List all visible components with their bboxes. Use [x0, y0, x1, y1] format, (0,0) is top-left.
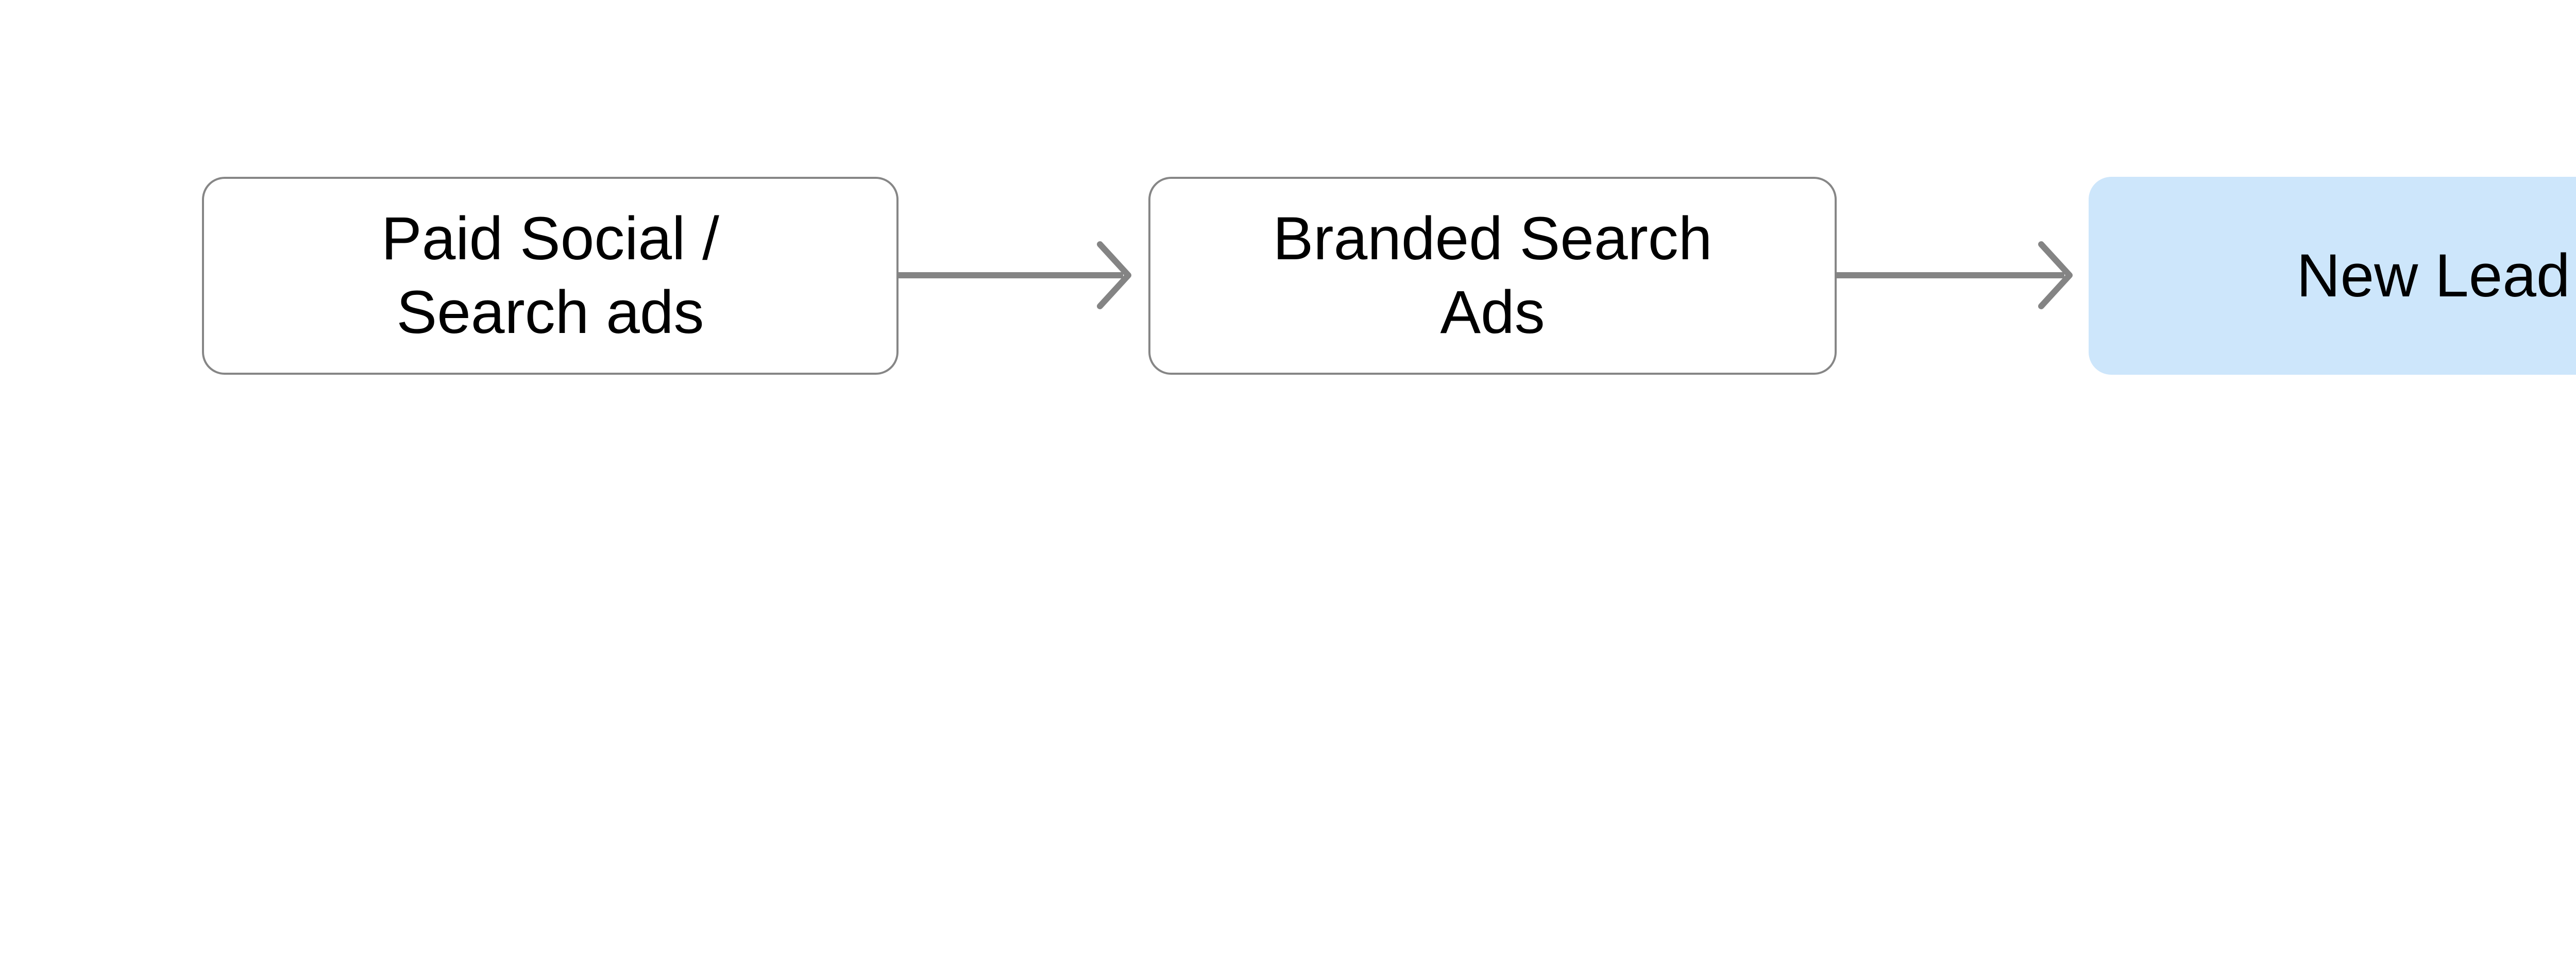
connector-arrow-branded-search-to-new-lead[interactable]	[1835, 239, 2077, 311]
node-label-line: New Lead	[2296, 241, 2570, 310]
node-label-line: Ads	[1440, 278, 1545, 346]
arrowhead-chevron-icon	[1097, 241, 1131, 309]
arrowhead-chevron-icon	[2038, 241, 2073, 309]
node-paid-social-search-ads[interactable]: Paid Social / Search ads	[202, 177, 899, 375]
node-label-line: Search ads	[396, 278, 704, 346]
connector-arrow-paid-social-to-branded-search[interactable]	[896, 239, 1139, 311]
node-label-line: Branded Search	[1273, 205, 1713, 273]
node-label-line: Paid Social /	[381, 205, 719, 273]
node-new-lead[interactable]: New Lead	[2089, 177, 2576, 375]
node-branded-search-ads[interactable]: Branded Search Ads	[1148, 177, 1837, 375]
